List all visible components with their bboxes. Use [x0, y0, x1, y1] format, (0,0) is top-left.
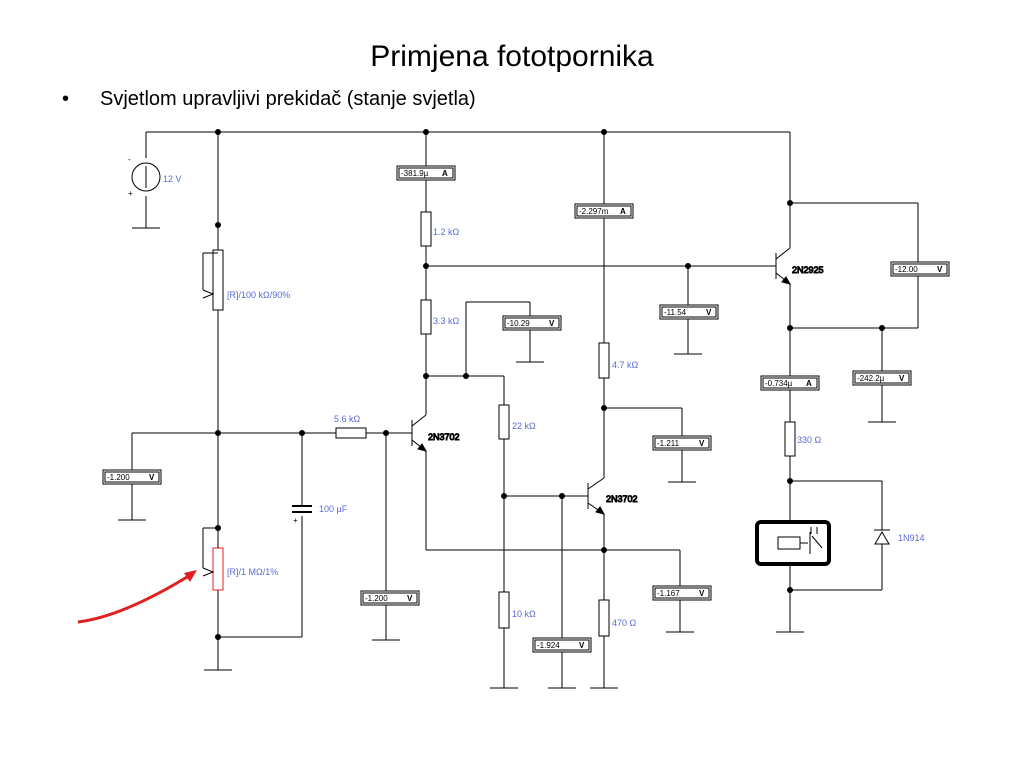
resistor-22k: 22 kΩ — [498, 404, 536, 440]
m7-unit: A — [806, 379, 812, 388]
m4-unit: V — [706, 308, 712, 317]
meter-m7: -0.734µ A — [760, 375, 820, 391]
m3-value: -10.29 — [507, 319, 530, 328]
meter-m12: -1.924 V — [532, 637, 592, 653]
q2-label: 2N3702 — [606, 494, 638, 504]
meter-m11: -1.167 V — [652, 585, 712, 601]
polarity-plus: + — [128, 189, 133, 198]
resistor-470: 470 Ω — [598, 599, 637, 637]
slide-title: Primjena fototpornika — [370, 40, 654, 73]
m10-value: -1.200 — [365, 594, 388, 603]
resistor-3-3k: 3.3 kΩ — [420, 299, 460, 335]
resistor-4-7k: 4.7 kΩ — [598, 342, 639, 379]
diode-1n914: 1N914 — [874, 529, 925, 545]
resistor-5-6k: 5.6 kΩ — [334, 414, 367, 439]
highlight-arrow — [77, 570, 197, 624]
m8-unit: V — [149, 473, 155, 482]
m5-value: -12.00 — [895, 265, 918, 274]
potentiometer-100k: [R]/100 kΩ/90% — [202, 249, 290, 311]
transistor-q3: 2N2925 — [775, 247, 824, 285]
m12-value: -1.924 — [537, 641, 560, 650]
cap-label: 100 µF — [319, 504, 348, 514]
r5-label: 4.7 kΩ — [612, 360, 639, 370]
meter-m3: -10.29 V — [502, 315, 562, 331]
transistor-q2: 2N3702 — [587, 477, 638, 515]
transistor-q1: 2N3702 — [411, 414, 460, 452]
m10-unit: V — [407, 594, 413, 603]
m1-unit: A — [442, 169, 448, 178]
meter-m5: -12.00 V — [890, 261, 950, 277]
meter-m4: -11.54 V — [659, 304, 719, 320]
r3-label: 22 kΩ — [512, 421, 536, 431]
m11-unit: V — [699, 589, 705, 598]
capacitor-100uf: + 100 µF — [292, 504, 348, 525]
r4-label: 10 kΩ — [512, 609, 536, 619]
resistor-330: 330 Ω — [784, 421, 822, 457]
m9-unit: V — [699, 439, 705, 448]
meter-m9: -1.211 V — [652, 435, 712, 451]
q3-label: 2N2925 — [792, 265, 824, 275]
m6-unit: V — [899, 374, 905, 383]
meter-m10: -1.200 V — [360, 590, 420, 606]
r-base-label: 5.6 kΩ — [334, 414, 361, 424]
m4-value: -11.54 — [664, 308, 687, 317]
meter-m1: -381.9µ A — [396, 165, 456, 181]
m8-value: -1.200 — [107, 473, 130, 482]
m1-value: -381.9µ — [401, 169, 429, 178]
resistor-1-2k: 1.2 kΩ — [420, 211, 460, 247]
r2-label: 3.3 kΩ — [433, 316, 460, 326]
bullet-symbol: • — [62, 88, 70, 110]
meter-m6: -242.2µ V — [852, 370, 912, 386]
q1-label: 2N3702 — [428, 432, 460, 442]
resistor-10k: 10 kΩ — [498, 591, 536, 629]
r7-label: 330 Ω — [797, 435, 822, 445]
ldr-label: [R]/1 MΩ/1% — [227, 567, 278, 577]
r6-label: 470 Ω — [612, 618, 637, 628]
source-label: 12 V — [163, 174, 182, 184]
bullet-item: • Svjetlom upravljivi prekidač (stanje sv… — [62, 88, 476, 111]
dc-voltage-source: - + 12 V — [128, 155, 182, 198]
m11-value: -1.167 — [657, 589, 680, 598]
diode-label: 1N914 — [898, 533, 925, 543]
m12-unit: V — [579, 641, 585, 650]
cap-polarity-plus: + — [293, 516, 298, 525]
m3-unit: V — [549, 319, 555, 328]
polarity-minus: - — [128, 155, 131, 164]
m6-value: -242.2µ — [857, 374, 885, 383]
meter-m2: -2.297m A — [574, 203, 634, 219]
m7-value: -0.734µ — [765, 379, 793, 388]
ldr-potentiometer: [R]/1 MΩ/1% — [202, 527, 278, 591]
bullet-text: Svjetlom upravljivi prekidač (stanje svj… — [100, 88, 476, 110]
m2-value: -2.297m — [579, 207, 609, 216]
pot-top-label: [R]/100 kΩ/90% — [227, 290, 290, 300]
m9-value: -1.211 — [657, 439, 680, 448]
m5-unit: V — [937, 265, 943, 274]
meter-m8: -1.200 V — [102, 469, 162, 485]
junction-dots — [215, 129, 885, 640]
wires — [118, 131, 919, 689]
relay — [755, 520, 831, 566]
m2-unit: A — [620, 207, 626, 216]
r1-label: 1.2 kΩ — [433, 227, 460, 237]
